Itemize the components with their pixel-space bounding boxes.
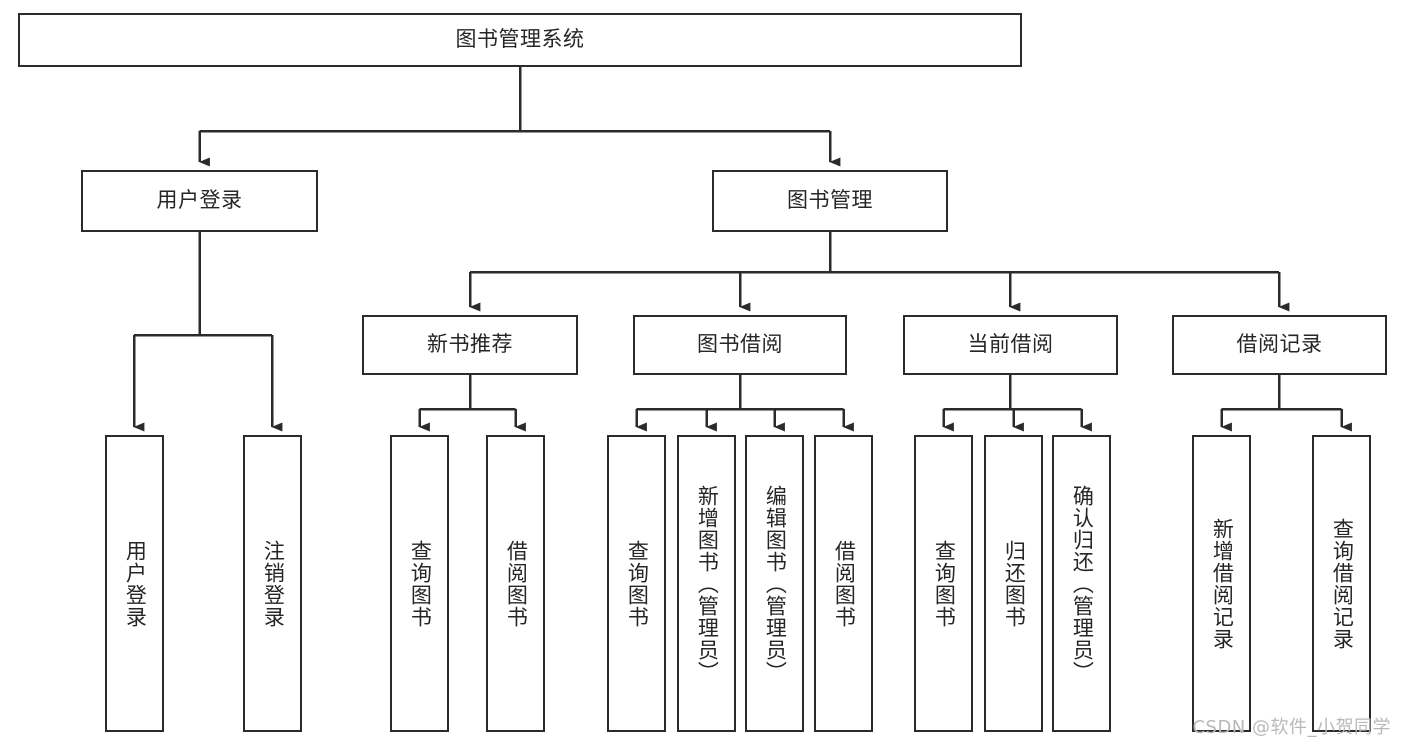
node-label: 用户登录 — [123, 539, 148, 628]
node-label: 归还图书 — [1002, 539, 1027, 628]
node-book-borrow[interactable]: 图书借阅 — [633, 315, 847, 375]
node-label: 借阅图书 — [832, 539, 857, 628]
leaf-query-book-current[interactable]: 查询图书 — [914, 435, 973, 732]
leaf-query-borrow-record[interactable]: 查询借阅记录 — [1312, 435, 1371, 732]
node-label: 图书管理系统 — [455, 27, 585, 52]
leaf-confirm-return-admin[interactable]: 确认归还（管理员） — [1052, 435, 1111, 732]
node-label: 借阅图书 — [504, 539, 529, 628]
node-new-book-recommend[interactable]: 新书推荐 — [362, 315, 578, 375]
node-book-management[interactable]: 图书管理 — [712, 170, 948, 232]
node-borrow-record[interactable]: 借阅记录 — [1172, 315, 1387, 375]
leaf-add-borrow-record[interactable]: 新增借阅记录 — [1192, 435, 1251, 732]
node-label: 编辑图书（管理员） — [763, 484, 788, 683]
node-root-book-management-system[interactable]: 图书管理系统 — [18, 13, 1022, 67]
node-label: 查询借阅记录 — [1330, 517, 1355, 650]
leaf-borrow-book-newbook[interactable]: 借阅图书 — [486, 435, 545, 732]
node-label: 用户登录 — [156, 188, 243, 213]
leaf-borrow-book[interactable]: 借阅图书 — [814, 435, 873, 732]
leaf-return-book[interactable]: 归还图书 — [984, 435, 1043, 732]
leaf-logout[interactable]: 注销登录 — [243, 435, 302, 732]
leaf-query-book-newbook[interactable]: 查询图书 — [390, 435, 449, 732]
node-label: 确认归还（管理员） — [1070, 484, 1095, 683]
leaf-user-login[interactable]: 用户登录 — [105, 435, 164, 732]
node-label: 查询图书 — [932, 539, 957, 628]
node-label: 查询图书 — [408, 539, 433, 628]
node-label: 新书推荐 — [427, 332, 513, 357]
leaf-add-book-admin[interactable]: 新增图书（管理员） — [677, 435, 736, 732]
node-label: 图书管理 — [787, 188, 873, 213]
leaf-edit-book-admin[interactable]: 编辑图书（管理员） — [745, 435, 804, 732]
node-label: 查询图书 — [625, 539, 650, 628]
node-label: 注销登录 — [261, 539, 286, 628]
node-label: 新增图书（管理员） — [695, 484, 720, 683]
node-user-login[interactable]: 用户登录 — [81, 170, 318, 232]
node-current-borrow[interactable]: 当前借阅 — [903, 315, 1118, 375]
node-label: 借阅记录 — [1236, 332, 1323, 357]
node-label: 新增借阅记录 — [1210, 517, 1235, 650]
node-label: 图书借阅 — [697, 332, 783, 357]
leaf-query-book-borrow[interactable]: 查询图书 — [607, 435, 666, 732]
node-label: 当前借阅 — [967, 332, 1054, 357]
